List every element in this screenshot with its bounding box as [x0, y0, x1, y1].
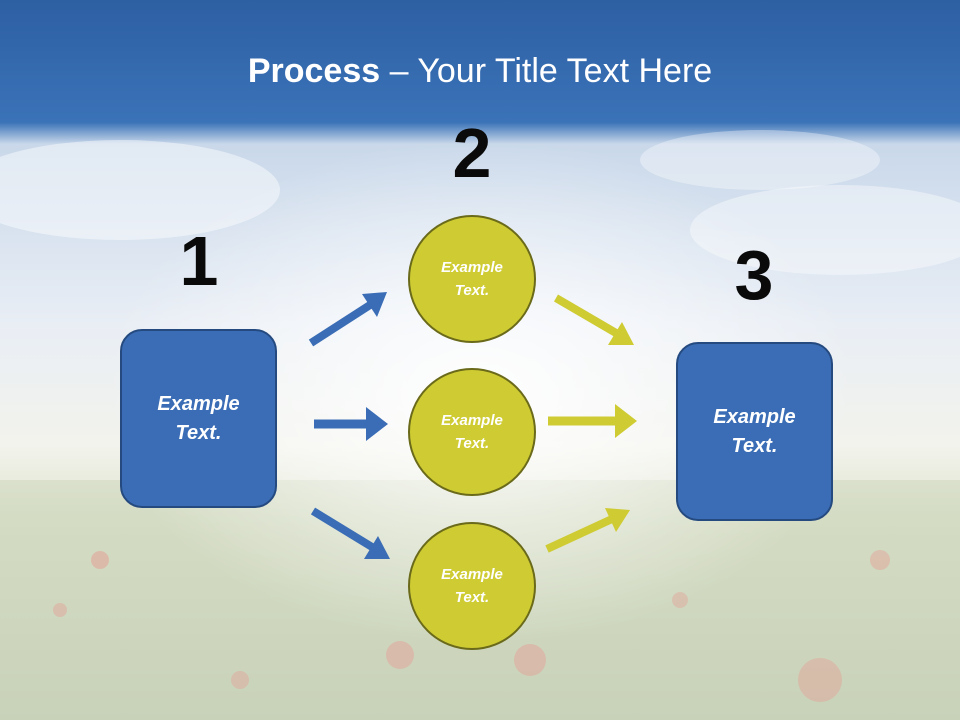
step-2-circle-bottom: Example Text. [408, 522, 536, 650]
step-1-number: 1 [179, 222, 219, 300]
step-1-box: Example Text. [120, 329, 277, 508]
step-2-circle-middle: Example Text. [408, 368, 536, 496]
step-3-label: Example Text. [713, 405, 796, 457]
page-title: Process – Your Title Text Here [0, 52, 960, 91]
title-bold: Process [247, 52, 381, 90]
title-rest: – Your Title Text Here [380, 52, 713, 90]
step-3-box: Example Text. [676, 342, 833, 521]
step-1-label: Example Text. [157, 392, 240, 444]
step-2-item-label: Example Text. [441, 412, 503, 452]
step-2-item-label: Example Text. [441, 566, 503, 606]
step-2-item-label: Example Text. [441, 259, 503, 299]
step-3-number: 3 [734, 236, 774, 314]
step-2-number: 2 [452, 114, 492, 192]
step-2-circle-top: Example Text. [408, 215, 536, 343]
